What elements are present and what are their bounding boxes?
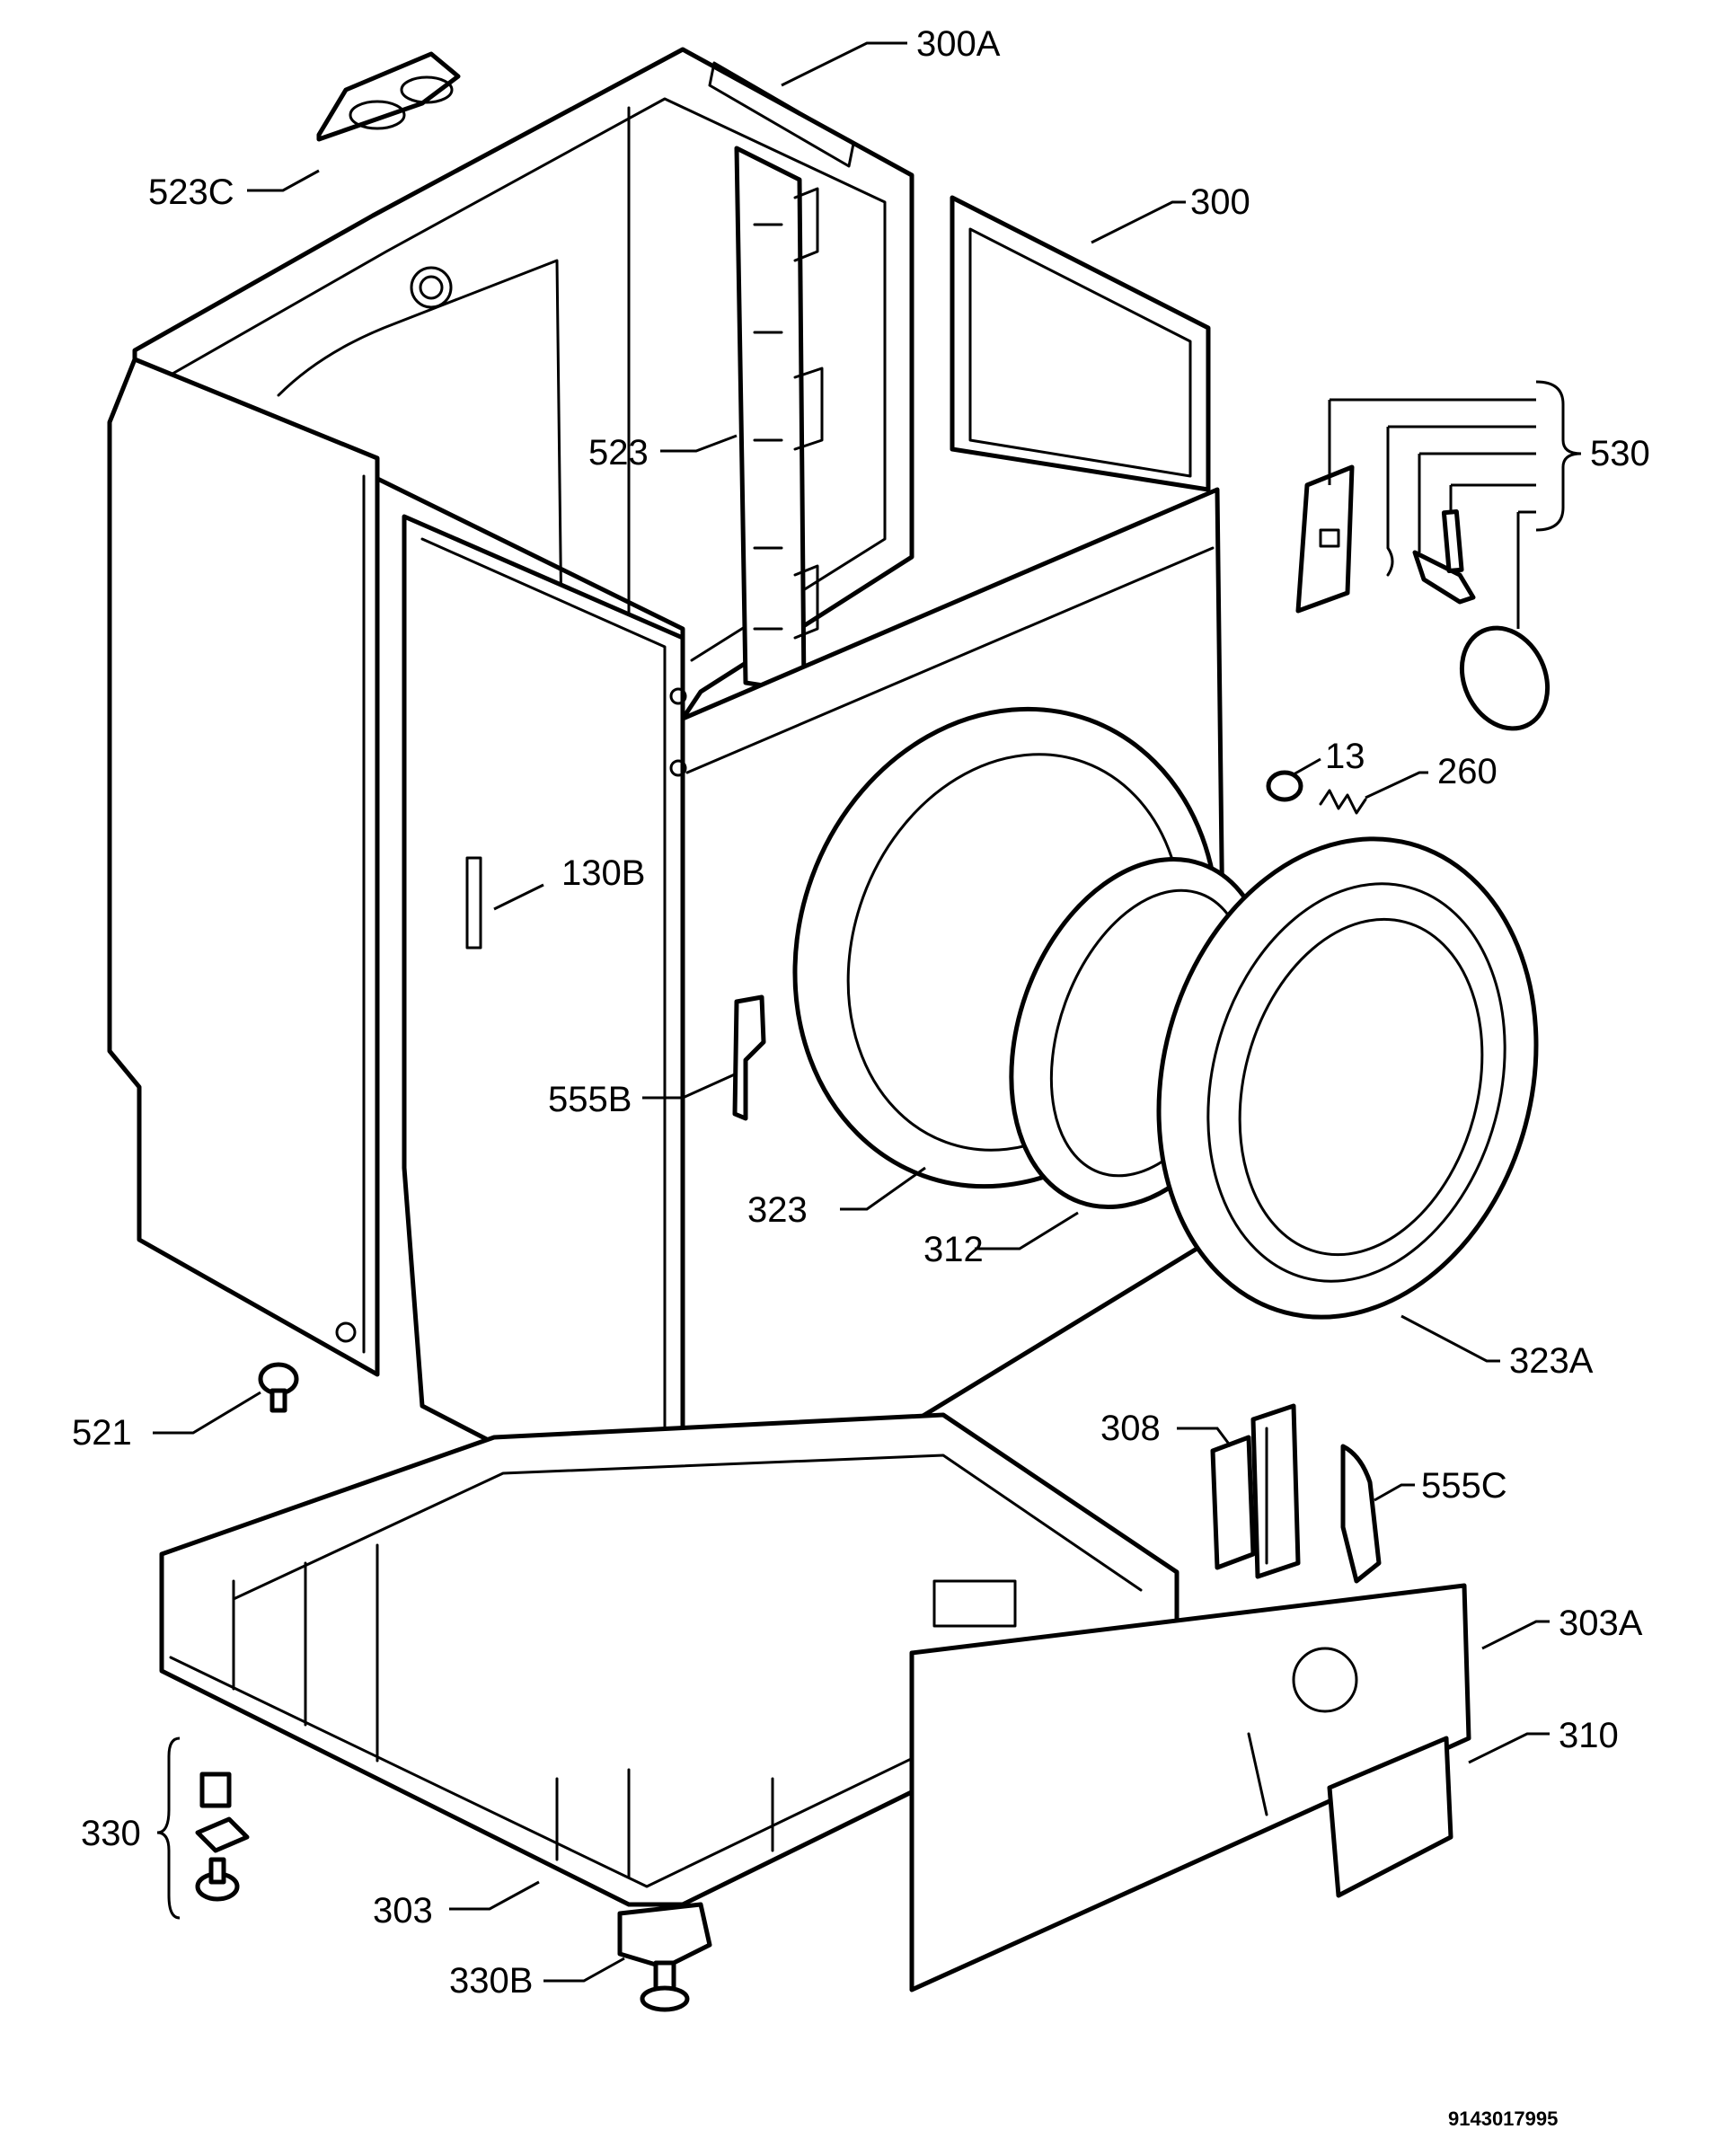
label-260: 260 <box>1437 752 1498 791</box>
callout-labels: 300A 523C 300 523 530 13 260 130B 555B 3… <box>72 24 1650 2130</box>
door-handle-assembly-part <box>1295 464 1551 731</box>
label-308: 308 <box>1100 1409 1161 1448</box>
label-300: 300 <box>1190 182 1250 222</box>
control-panel-part <box>909 1583 1471 1993</box>
cable-clip-part <box>316 51 461 142</box>
label-310: 310 <box>1559 1716 1619 1755</box>
leader-lines <box>153 41 1582 1983</box>
label-330: 330 <box>81 1814 141 1853</box>
label-303: 303 <box>373 1891 433 1931</box>
label-312: 312 <box>923 1230 984 1269</box>
label-303a: 303A <box>1559 1604 1643 1643</box>
label-555c: 555C <box>1421 1466 1507 1506</box>
foot-hardware-part <box>195 1772 250 1902</box>
screw-part <box>258 1362 299 1413</box>
label-300a: 300A <box>916 24 1001 64</box>
front-side-panel-part <box>402 514 685 1543</box>
door-hinge-part <box>1210 1403 1301 1579</box>
small-bush-part <box>1266 770 1303 802</box>
foot-part <box>617 1902 712 2012</box>
panel-cover-part <box>1327 1736 1453 1898</box>
hinge-cover-part <box>1340 1444 1382 1584</box>
label-323a: 323A <box>1509 1341 1594 1381</box>
left-side-panel-part <box>107 357 380 1377</box>
label-555b: 555B <box>548 1080 632 1119</box>
spring-part <box>1319 789 1367 815</box>
label-13: 13 <box>1325 737 1365 776</box>
rear-rail-part <box>734 146 824 694</box>
label-521: 521 <box>72 1413 132 1453</box>
label-330b: 330B <box>449 1961 533 2001</box>
label-530: 530 <box>1590 434 1650 473</box>
cabinet-frame-part <box>132 47 914 721</box>
label-523: 523 <box>588 433 649 473</box>
document-number: 9143017995 <box>1448 2107 1558 2130</box>
label-323: 323 <box>747 1190 808 1230</box>
label-523c: 523C <box>148 172 234 212</box>
label-130b: 130B <box>561 853 645 893</box>
right-side-frame-part <box>950 195 1211 492</box>
door-frame-part <box>1156 836 1539 1320</box>
interlock-mount-part <box>732 994 766 1121</box>
